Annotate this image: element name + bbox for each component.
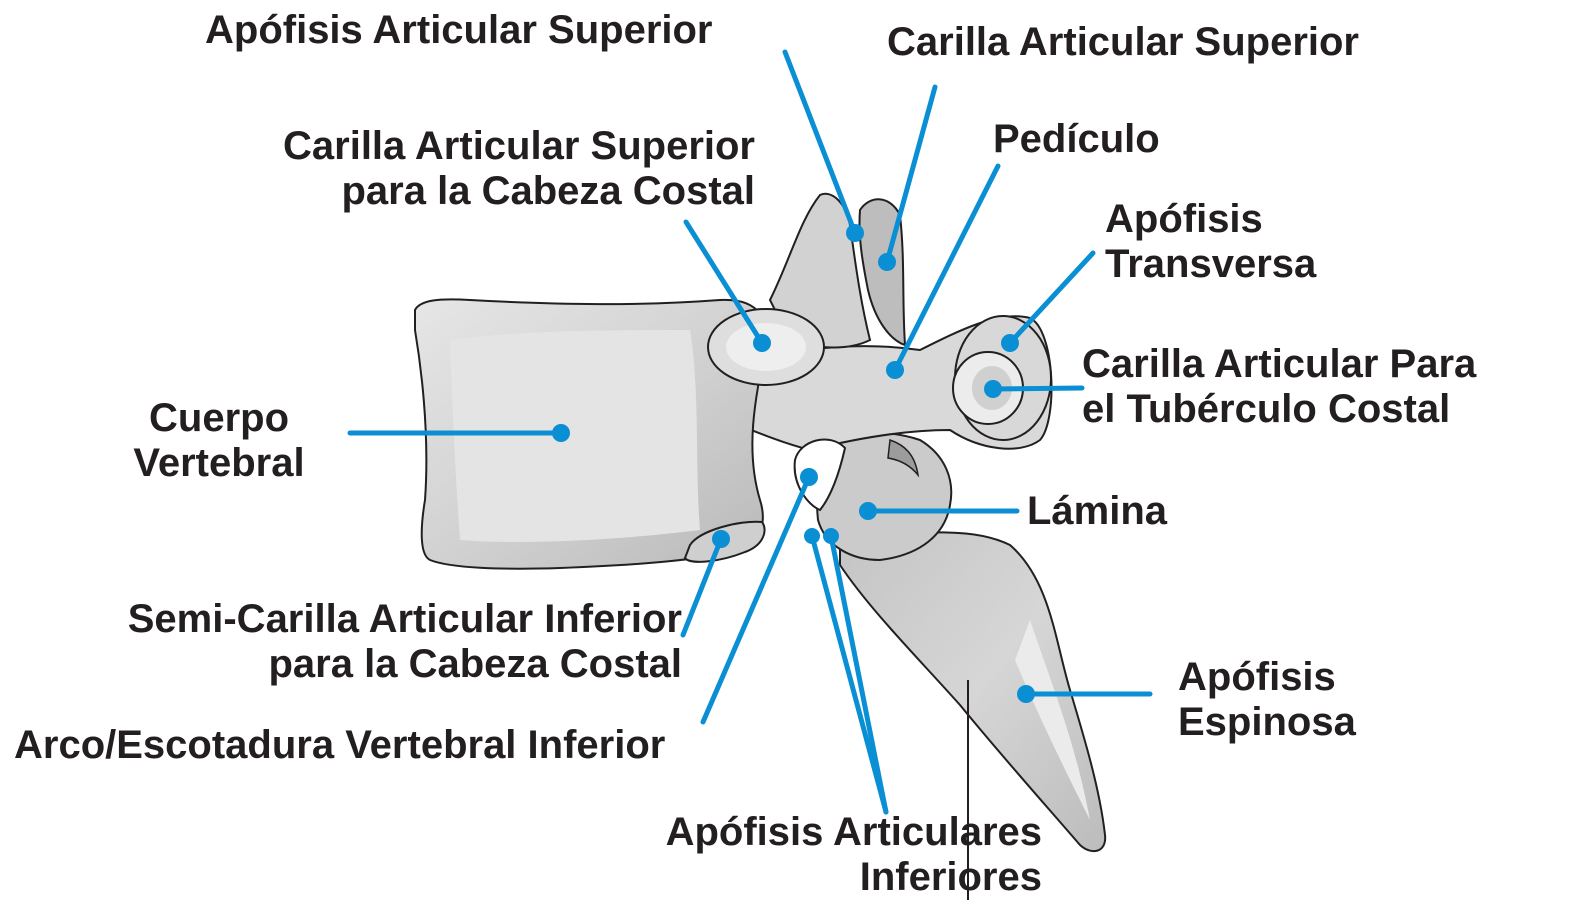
label-apofisis-articulares-inferiores: Apófisis Articulares Inferiores <box>590 810 1042 900</box>
dot-apofisis-espinosa <box>1017 685 1035 703</box>
dot-articulares-inferiores-b <box>823 528 839 544</box>
label-line: Cuerpo <box>100 396 338 441</box>
dot-apofisis-articular-superior <box>846 224 864 242</box>
label-line: Carilla Articular Superior <box>150 124 755 169</box>
label-carilla-tuberculo-costal: Carilla Articular Para el Tubérculo Cost… <box>1082 342 1476 432</box>
dot-lamina <box>859 502 877 520</box>
label-cuerpo-vertebral: Cuerpo Vertebral <box>100 396 338 486</box>
dot-articulares-inferiores-a <box>804 528 820 544</box>
dot-carilla-articular-superior <box>878 253 896 271</box>
dot-arco-escotadura <box>800 468 818 486</box>
dot-apofisis-transversa <box>1001 334 1019 352</box>
dot-semi-carilla <box>712 530 730 548</box>
label-line: Apófisis <box>1178 655 1356 700</box>
label-line: Semi-Carilla Articular Inferior <box>10 597 682 642</box>
label-line: Inferiores <box>590 855 1042 900</box>
label-line: Carilla Articular Para <box>1082 342 1476 387</box>
label-line: Transversa <box>1105 242 1316 287</box>
label-line: para la Cabeza Costal <box>10 642 682 687</box>
dot-carilla-tuberculo <box>984 380 1002 398</box>
label-line: para la Cabeza Costal <box>150 169 755 214</box>
label-line: Apófisis <box>1105 197 1316 242</box>
label-apofisis-transversa: Apófisis Transversa <box>1105 197 1316 287</box>
leader-apofisis-transversa <box>1010 253 1093 343</box>
leader-carilla-tuberculo <box>993 388 1082 389</box>
dot-carilla-cabeza-costal <box>753 334 771 352</box>
label-apofisis-espinosa: Apófisis Espinosa <box>1178 655 1356 745</box>
label-pediculo: Pedículo <box>993 117 1160 162</box>
label-carilla-cabeza-costal: Carilla Articular Superior para la Cabez… <box>150 124 755 214</box>
label-arco-escotadura: Arco/Escotadura Vertebral Inferior <box>14 723 665 768</box>
label-carilla-articular-superior: Carilla Articular Superior <box>887 20 1359 65</box>
body-highlight-shape <box>450 330 700 542</box>
dot-pediculo <box>886 361 904 379</box>
label-line: Vertebral <box>100 441 338 486</box>
leader-carilla-articular-superior <box>887 87 935 262</box>
label-line: el Tubérculo Costal <box>1082 387 1476 432</box>
label-semi-carilla-inferior: Semi-Carilla Articular Inferior para la … <box>10 597 682 687</box>
label-apofisis-articular-superior: Apófisis Articular Superior <box>205 8 713 53</box>
label-lamina: Lámina <box>1027 489 1167 534</box>
label-line: Apófisis Articulares <box>590 810 1042 855</box>
dot-cuerpo-vertebral <box>552 424 570 442</box>
label-line: Espinosa <box>1178 700 1356 745</box>
